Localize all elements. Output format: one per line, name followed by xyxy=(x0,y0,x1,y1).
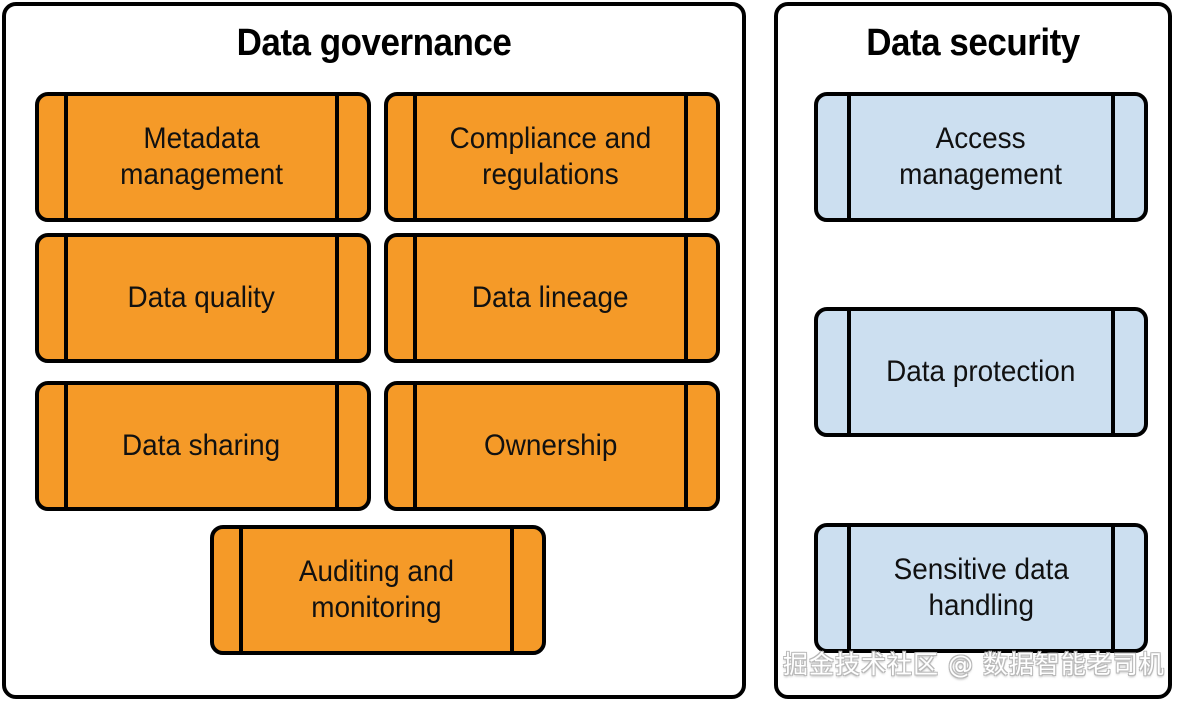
card-label-sensitive-data-handling: Sensitive data handling xyxy=(893,553,1069,622)
card-stub-right xyxy=(335,237,367,359)
panel-data-security: Data security Access management Data pro… xyxy=(774,2,1172,699)
card-sensitive-data-handling[interactable]: Sensitive data handling xyxy=(814,523,1148,653)
card-stub-right xyxy=(1111,527,1144,649)
panel-title-data-security: Data security xyxy=(866,22,1080,64)
card-stub-left xyxy=(214,529,243,651)
card-label-data-sharing: Data sharing xyxy=(122,429,281,462)
card-label-data-quality: Data quality xyxy=(127,281,276,314)
card-stub-left xyxy=(818,527,851,649)
card-access-management[interactable]: Access management xyxy=(814,92,1148,222)
card-body: Data protection xyxy=(851,311,1111,433)
card-body: Data quality xyxy=(68,237,335,359)
card-stub-right xyxy=(1111,311,1144,433)
card-stub-right xyxy=(684,385,716,507)
card-data-lineage[interactable]: Data lineage xyxy=(384,233,720,363)
card-stub-right xyxy=(335,385,367,507)
card-stub-left xyxy=(388,237,417,359)
card-data-protection[interactable]: Data protection xyxy=(814,307,1148,437)
card-auditing-and-monitoring[interactable]: Auditing and monitoring xyxy=(210,525,546,655)
card-label-compliance-and-regulations: Compliance and regulations xyxy=(449,122,652,191)
panel-title-data-governance: Data governance xyxy=(236,22,512,64)
card-label-auditing-and-monitoring: Auditing and monitoring xyxy=(298,555,455,624)
card-data-sharing[interactable]: Data sharing xyxy=(35,381,371,511)
card-stub-left xyxy=(388,96,417,218)
card-stub-right xyxy=(684,237,716,359)
card-stub-right xyxy=(684,96,716,218)
card-ownership[interactable]: Ownership xyxy=(384,381,720,511)
card-body: Compliance and regulations xyxy=(417,96,684,218)
card-stub-left xyxy=(388,385,417,507)
card-stub-right xyxy=(335,96,367,218)
card-body: Ownership xyxy=(417,385,684,507)
card-stub-left xyxy=(39,96,68,218)
card-stub-left xyxy=(818,311,851,433)
card-stub-left xyxy=(39,237,68,359)
card-metadata-management[interactable]: Metadata management xyxy=(35,92,371,222)
card-body: Metadata management xyxy=(68,96,335,218)
card-stub-right xyxy=(510,529,542,651)
card-body: Access management xyxy=(851,96,1111,218)
card-body: Auditing and monitoring xyxy=(243,529,510,651)
card-compliance-and-regulations[interactable]: Compliance and regulations xyxy=(384,92,720,222)
card-data-quality[interactable]: Data quality xyxy=(35,233,371,363)
card-body: Sensitive data handling xyxy=(851,527,1111,649)
card-label-ownership: Ownership xyxy=(483,429,618,462)
card-label-data-lineage: Data lineage xyxy=(472,281,629,314)
card-label-metadata-management: Metadata management xyxy=(120,122,283,191)
card-stub-left xyxy=(39,385,68,507)
card-stub-right xyxy=(1111,96,1144,218)
panel-data-governance: Data governance Metadata management Comp… xyxy=(2,2,746,699)
card-label-data-protection: Data protection xyxy=(886,355,1076,388)
card-body: Data lineage xyxy=(417,237,684,359)
card-body: Data sharing xyxy=(68,385,335,507)
card-label-access-management: Access management xyxy=(899,122,1063,191)
card-stub-left xyxy=(818,96,851,218)
